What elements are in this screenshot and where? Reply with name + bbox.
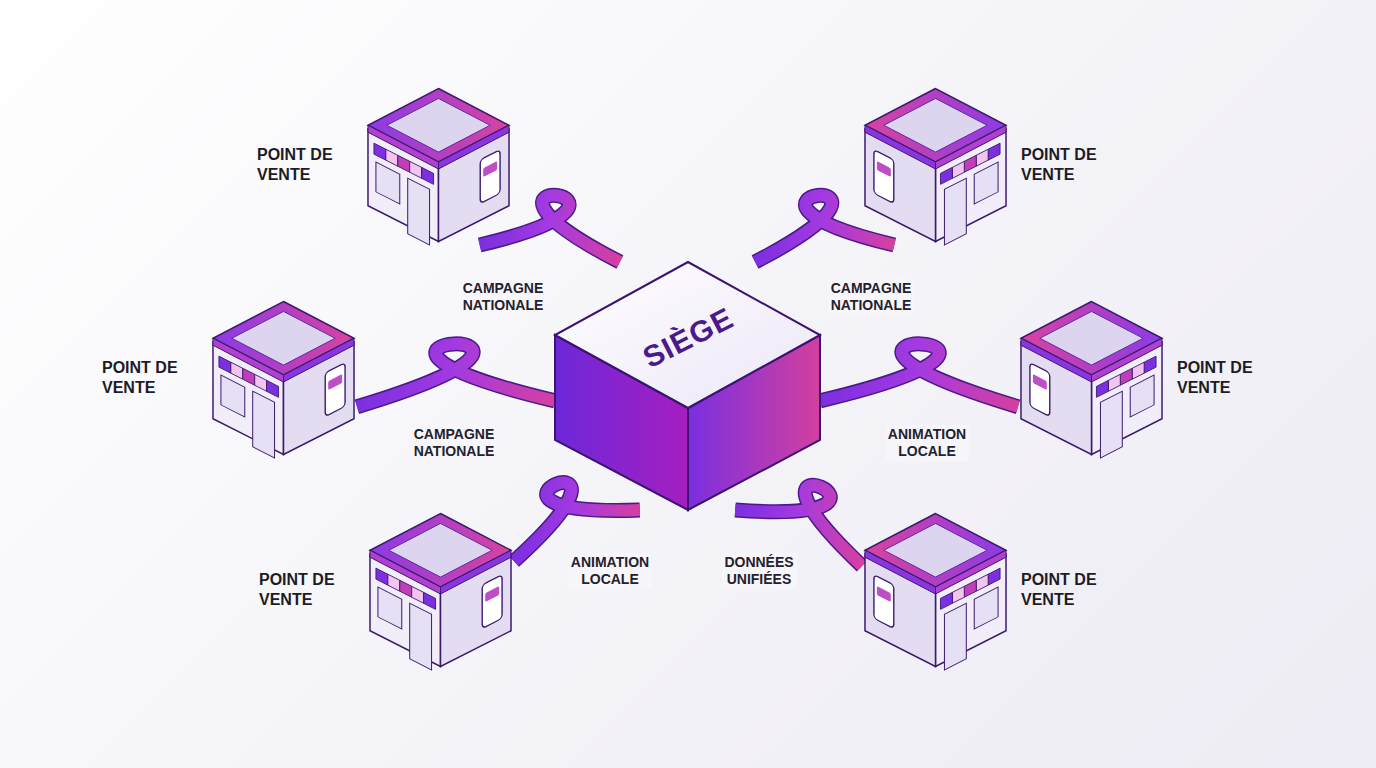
ribbon-fill [514, 483, 640, 562]
shop-illustration [367, 510, 514, 670]
store-node: POINT DE VENTE [1018, 298, 1165, 458]
ribbon-connector [820, 344, 1018, 407]
ribbon-edge [820, 344, 1018, 407]
store-node: POINT DE VENTE [862, 85, 1009, 245]
store-label: POINT DE VENTE [1021, 145, 1117, 184]
edge-label: CAMPAGNE NATIONALE [411, 425, 498, 461]
shop-illustration [862, 510, 1009, 670]
edge-label: ANIMATION LOCALE [885, 425, 969, 461]
edge-label: ANIMATION LOCALE [568, 553, 652, 589]
store-label: POINT DE VENTE [257, 145, 353, 184]
shop-illustration [365, 85, 512, 245]
store-node: POINT DE VENTE [862, 510, 1009, 670]
store-node: POINT DE VENTE [210, 298, 357, 458]
ribbon-connector [514, 483, 640, 562]
ribbon-edge [357, 344, 555, 407]
store-label: POINT DE VENTE [259, 570, 355, 609]
ribbon-edge [514, 483, 640, 562]
store-label: POINT DE VENTE [1177, 358, 1273, 397]
shop-illustration [1018, 298, 1165, 458]
store-node: POINT DE VENTE [367, 510, 514, 670]
shop-illustration [210, 298, 357, 458]
store-node: POINT DE VENTE [365, 85, 512, 245]
shop-illustration [862, 85, 1009, 245]
ribbon-connector [357, 344, 555, 407]
edge-label: CAMPAGNE NATIONALE [828, 279, 915, 315]
hub-node: SIÈGE [555, 262, 820, 510]
ribbon-fill [357, 344, 555, 407]
edge-label: CAMPAGNE NATIONALE [460, 279, 547, 315]
store-label: POINT DE VENTE [1021, 570, 1117, 609]
store-label: POINT DE VENTE [102, 358, 198, 397]
ribbon-fill [820, 344, 1018, 407]
hub-cube [555, 262, 820, 510]
edge-label: DONNÉES UNIFIÉES [721, 553, 796, 589]
